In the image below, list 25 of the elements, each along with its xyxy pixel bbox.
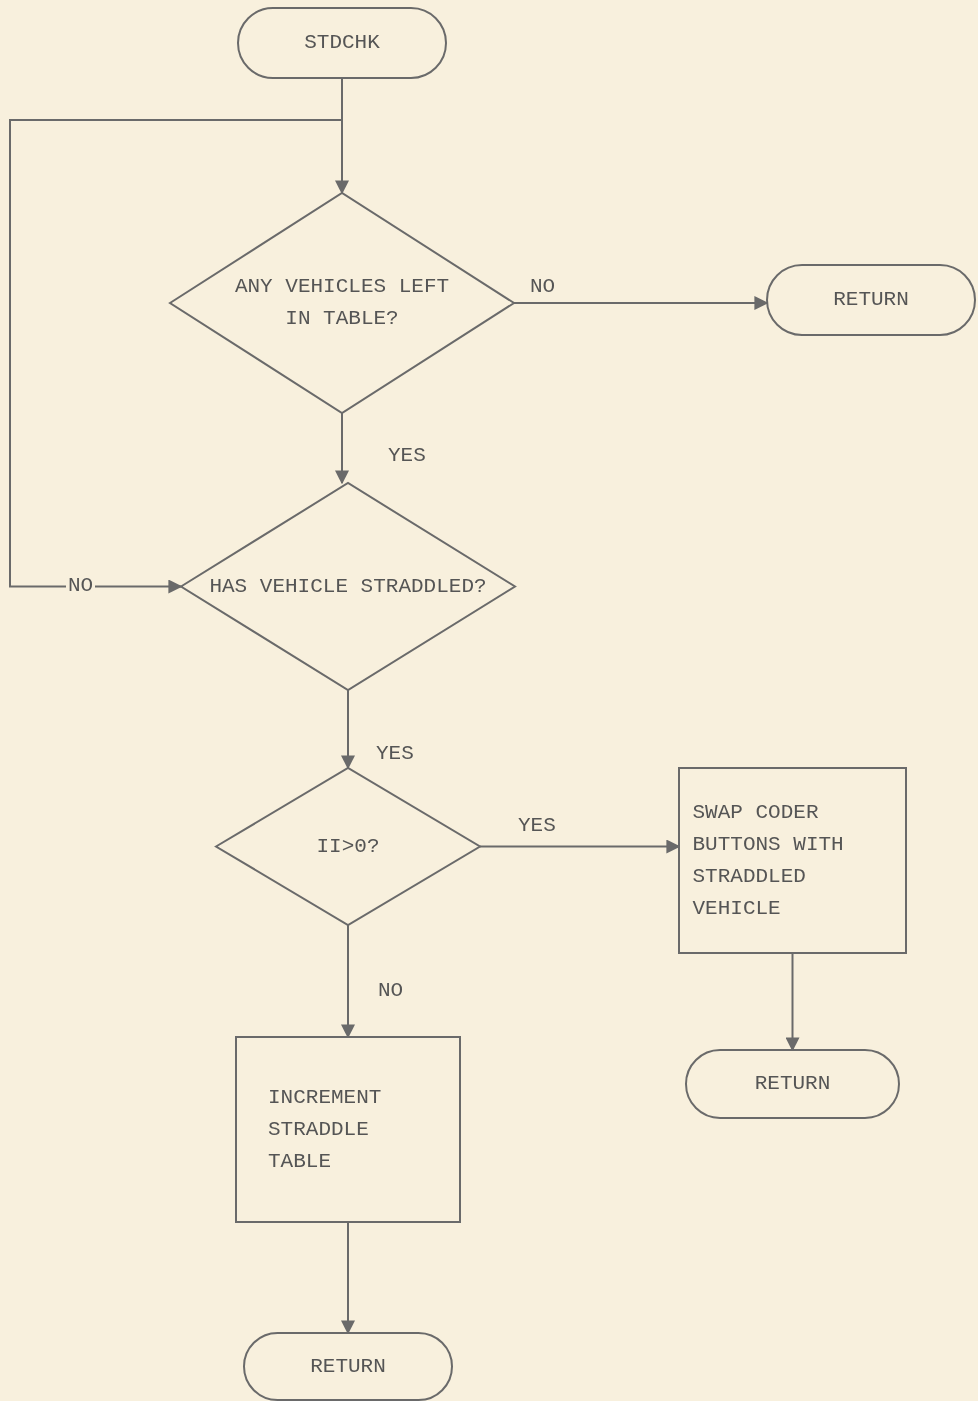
terminal-shape — [244, 1333, 452, 1400]
node-text: SWAP CODER BUTTONS WITH STRADDLED VEHICLE — [692, 799, 845, 922]
node-text: II>0? — [316, 833, 380, 860]
process-box — [679, 768, 906, 953]
terminal-shape — [238, 8, 446, 78]
node-text: RETURN — [310, 1353, 386, 1380]
node-text: RETURN — [754, 1071, 831, 1097]
decision-diamond — [216, 768, 480, 925]
arrow — [341, 924, 355, 1039]
node-text: STDCHK — [304, 30, 380, 56]
arrow — [341, 1221, 355, 1335]
terminal-shape — [686, 1050, 899, 1118]
node-text: HAS VEHICLE STRADDLED? — [209, 573, 487, 600]
node-text: ANY VEHICLES LEFT IN TABLE? — [233, 274, 451, 332]
terminal-shape — [767, 265, 975, 335]
arrow — [335, 412, 349, 485]
arrow — [513, 296, 769, 310]
arrow — [785, 952, 800, 1052]
decision-diamond — [170, 193, 514, 413]
decision-diamond — [181, 483, 515, 690]
node-text: INCREMENT STRADDLE TABLE — [268, 1084, 383, 1175]
node-text: RETURN — [833, 287, 909, 313]
arrow — [479, 839, 681, 854]
process-box — [236, 1037, 460, 1222]
arrow — [341, 689, 355, 770]
